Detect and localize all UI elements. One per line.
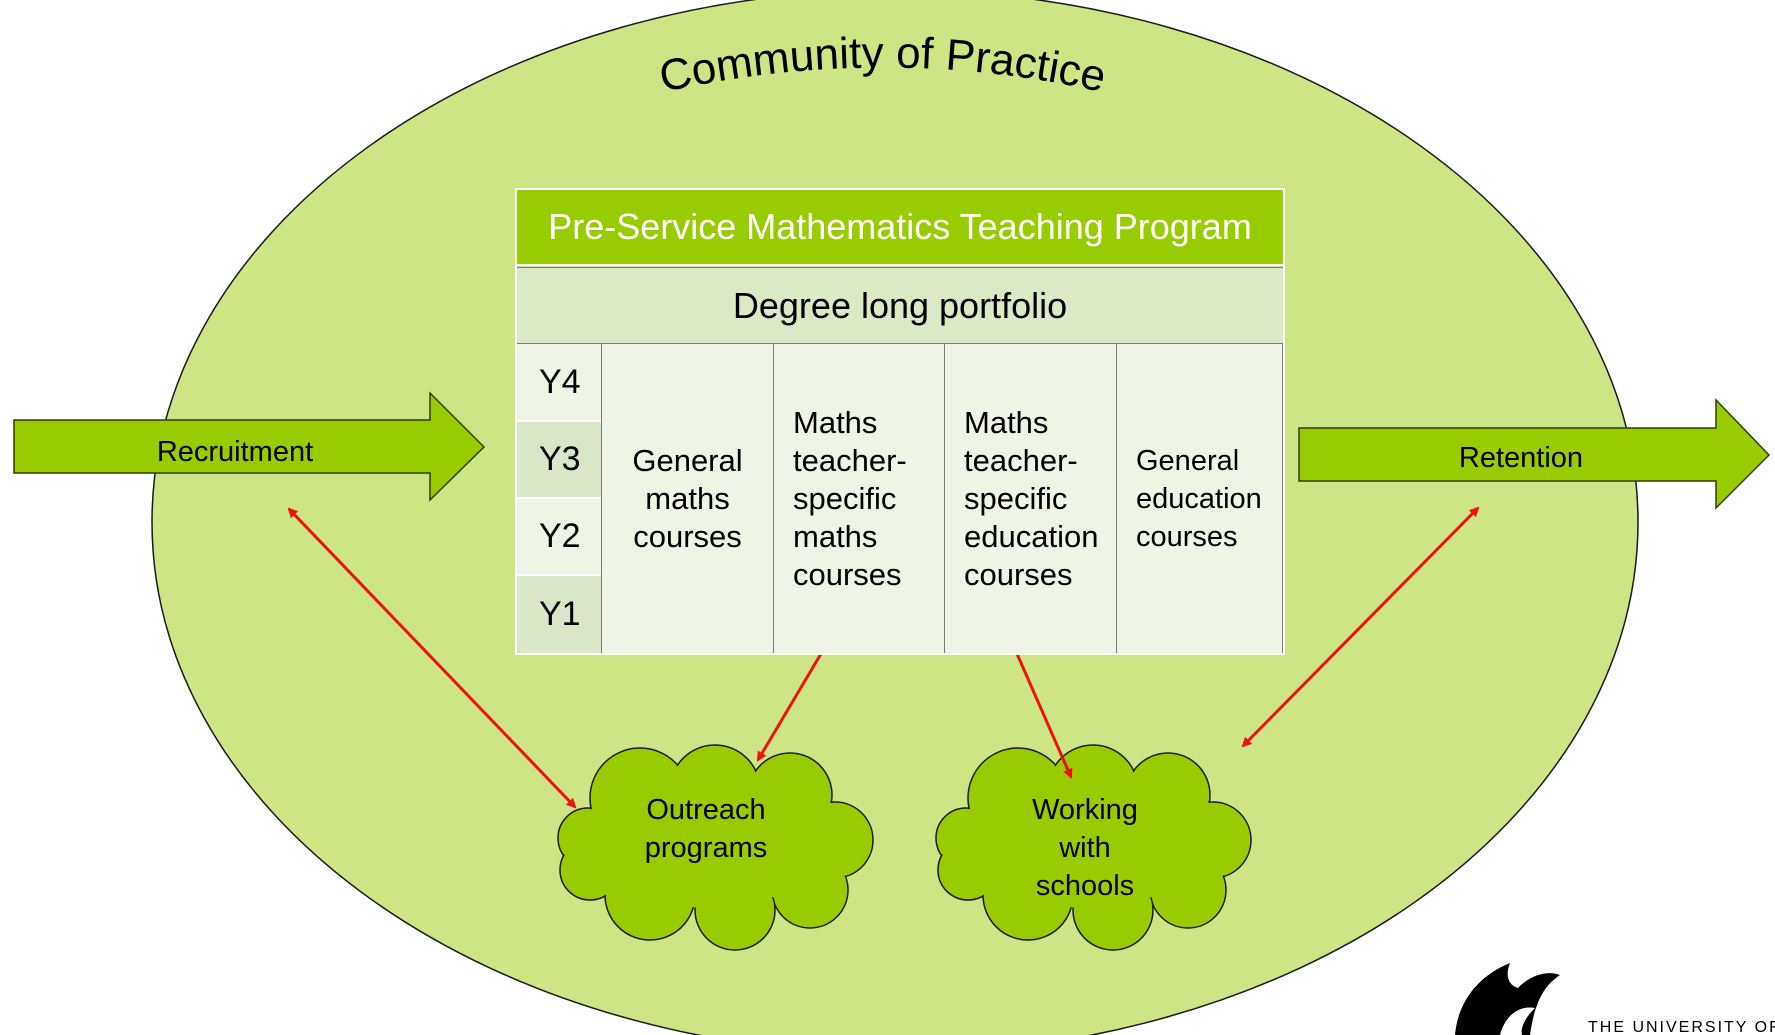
logo-text: THE UNIVERSITY OF xyxy=(1588,1019,1775,1035)
schools-label-line1: Working xyxy=(1032,794,1138,826)
retention-label: Retention xyxy=(1459,442,1583,474)
university-logo: THE UNIVERSITY OF xyxy=(1455,963,1775,1035)
logo-emblem-icon xyxy=(1455,963,1560,1035)
schools-label-line3: schools xyxy=(1036,870,1134,902)
column-teacher-maths: Maths teacher- specific maths courses xyxy=(773,344,944,653)
schools-label-line2: with xyxy=(1058,832,1111,864)
column-teacher-education-label: Maths teacher- specific education course… xyxy=(964,404,1099,592)
outreach-label-line2: programs xyxy=(645,832,768,864)
recruitment-arrow xyxy=(13,391,486,502)
connector-retention-schools xyxy=(1241,506,1480,748)
retention-arrow xyxy=(1298,398,1771,510)
connector-recruitment-outreach xyxy=(287,507,577,809)
program-title: Pre-Service Mathematics Teaching Program xyxy=(517,190,1283,266)
column-general-education: General education courses xyxy=(1116,344,1283,653)
year-y3: Y3 xyxy=(517,422,601,499)
column-teacher-education: Maths teacher- specific education course… xyxy=(944,344,1116,653)
year-y2: Y2 xyxy=(517,499,601,576)
column-general-education-label: General education courses xyxy=(1136,444,1262,553)
column-teacher-maths-label: Maths teacher- specific maths courses xyxy=(793,404,907,592)
recruitment-label: Recruitment xyxy=(157,436,313,468)
portfolio-row: Degree long portfolio xyxy=(517,267,1283,344)
outreach-label-line1: Outreach xyxy=(646,794,765,826)
year-y4: Y4 xyxy=(517,344,601,422)
year-y1: Y1 xyxy=(517,576,601,653)
column-general-maths-label: General maths courses xyxy=(632,442,743,554)
column-general-maths: General maths courses xyxy=(601,344,773,653)
program-table: Pre-Service Mathematics Teaching Program… xyxy=(515,188,1285,655)
